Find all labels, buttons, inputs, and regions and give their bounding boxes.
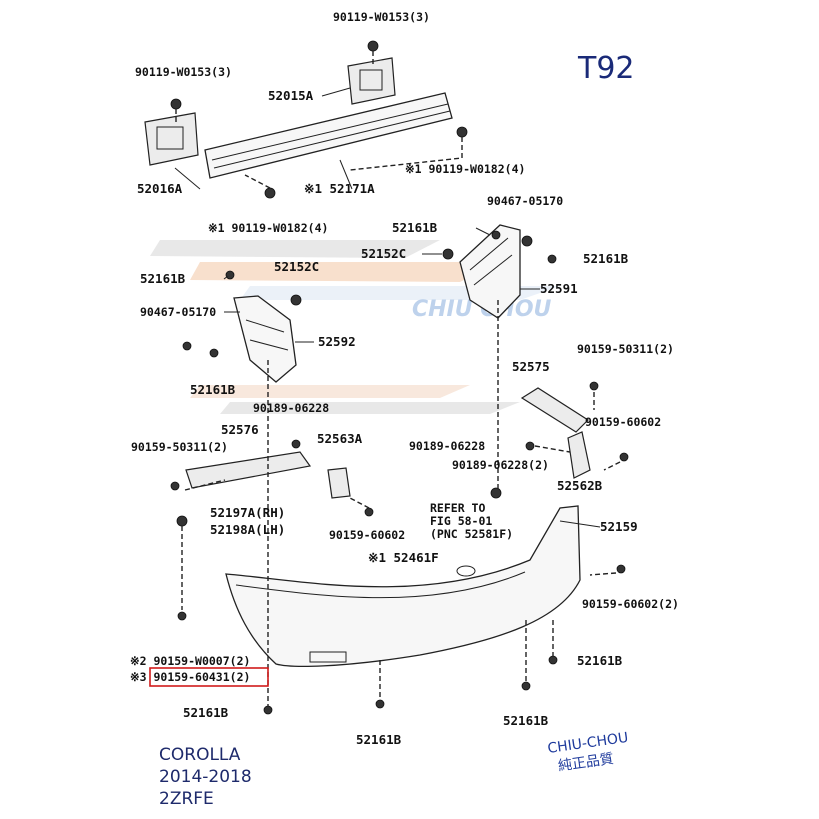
- clip-icon: [521, 681, 531, 691]
- label-52161B-r2: 52161B: [583, 251, 629, 266]
- bracket-52015A: [347, 57, 396, 105]
- highlight-box: [149, 667, 269, 687]
- label-52016A: 52016A: [137, 181, 183, 196]
- side-retainer-52591: [459, 224, 521, 319]
- label-clip-06228-c: 90189-06228(2): [452, 458, 549, 472]
- bolt-icon: [456, 126, 468, 138]
- label-refer-1: REFER TO: [430, 501, 485, 515]
- clip-icon: [263, 705, 273, 715]
- clip-icon: [176, 515, 188, 527]
- diagram-code: T92: [577, 51, 635, 86]
- label-52161B-r1: 52161B: [392, 220, 438, 235]
- model-name: COROLLA: [159, 745, 241, 765]
- clip-icon: [225, 270, 235, 280]
- bracket-52576: [185, 451, 312, 489]
- label-52159: 52159: [600, 519, 638, 534]
- clip-icon: [525, 441, 535, 451]
- label-52161B-b1: 52161B: [577, 653, 623, 668]
- label-clip-06228-b: 90189-06228: [409, 439, 485, 453]
- label-52152C-l: 52152C: [274, 259, 319, 274]
- bracket-52575: [520, 387, 589, 433]
- clip-icon: [182, 341, 192, 351]
- label-52171A: ※1 52171A: [304, 181, 375, 196]
- label-screw-60431: ※3 90159-60431(2): [130, 670, 250, 684]
- label-52161B-b4: 52161B: [356, 732, 402, 747]
- nut-icon: [442, 248, 454, 260]
- model-years: 2014-2018: [159, 767, 252, 787]
- label-52592: 52592: [318, 334, 356, 349]
- screw-icon: [170, 481, 180, 491]
- bracket-52016A: [144, 112, 199, 166]
- label-bolt-left-w0182: ※1 90119-W0182(4): [208, 221, 328, 235]
- label-refer-3: (PNC 52581F): [430, 527, 513, 541]
- bolt-icon: [367, 40, 379, 52]
- label-52161B-l1: 52161B: [140, 271, 186, 286]
- label-52152C-r: 52152C: [361, 246, 406, 261]
- clip-icon: [548, 655, 558, 665]
- label-52461F: ※1 52461F: [368, 550, 439, 565]
- screw-icon: [616, 564, 626, 574]
- side-retainer-52592: [233, 295, 297, 383]
- label-52198A: 52198A(LH): [210, 522, 285, 537]
- label-52161B-l2: 52161B: [190, 382, 236, 397]
- clip-icon: [209, 348, 219, 358]
- label-52161B-b3: 52161B: [503, 713, 549, 728]
- label-clip-l-05170: 90467-05170: [140, 305, 216, 319]
- label-bolt-top: 90119-W0153(3): [333, 10, 430, 24]
- bumper-cover-52159: [225, 505, 581, 667]
- clip-icon: [521, 235, 533, 247]
- screw-icon: [619, 452, 629, 462]
- clip-icon: [375, 699, 385, 709]
- clip-icon: [490, 487, 502, 499]
- label-52562B: 52562B: [557, 478, 603, 493]
- signature: CHIU-CHOU 純正品質: [547, 730, 630, 775]
- label-52575: 52575: [512, 359, 550, 374]
- bolt-icon: [170, 98, 182, 110]
- clip-icon: [547, 254, 557, 264]
- label-refer-2: FIG 58-01: [430, 514, 492, 528]
- screw-icon: [589, 381, 599, 391]
- bracket-52563A: [327, 467, 351, 499]
- bracket-52562B: [567, 431, 591, 479]
- screw-icon: [364, 507, 374, 517]
- label-52197A: 52197A(RH): [210, 505, 285, 520]
- signature-line-2: 純正品質: [557, 751, 615, 775]
- signature-line-1: CHIU-CHOU: [547, 730, 630, 757]
- clip-icon: [291, 439, 301, 449]
- label-screw-60602-b: 90159-60602: [329, 528, 405, 542]
- label-52576: 52576: [221, 422, 259, 437]
- screw-icon: [177, 611, 187, 621]
- label-screw-w0007: ※2 90159-W0007(2): [130, 654, 250, 668]
- label-screw-l-50311: 90159-50311(2): [131, 440, 228, 454]
- label-52591: 52591: [540, 281, 578, 296]
- label-52563A: 52563A: [317, 431, 363, 446]
- label-screw-60602-c: 90159-60602(2): [582, 597, 679, 611]
- label-clip-r-05170: 90467-05170: [487, 194, 563, 208]
- label-52015A: 52015A: [268, 88, 314, 103]
- nut-icon: [290, 294, 302, 306]
- label-screw-r-50311: 90159-50311(2): [577, 342, 674, 356]
- clip-icon: [491, 230, 501, 240]
- model-engine: 2ZRFE: [159, 789, 214, 809]
- label-52161B-b2: 52161B: [183, 705, 229, 720]
- bolt-icon: [264, 187, 276, 199]
- label-clip-06228-a: 90189-06228: [253, 401, 329, 415]
- label-bolt-left-top: 90119-W0153(3): [135, 65, 232, 79]
- label-screw-r-60602-a: 90159-60602: [585, 415, 661, 429]
- bumper-reinforcement-52171A: [204, 92, 453, 179]
- label-bolt-right-w0182: ※1 90119-W0182(4): [405, 162, 525, 176]
